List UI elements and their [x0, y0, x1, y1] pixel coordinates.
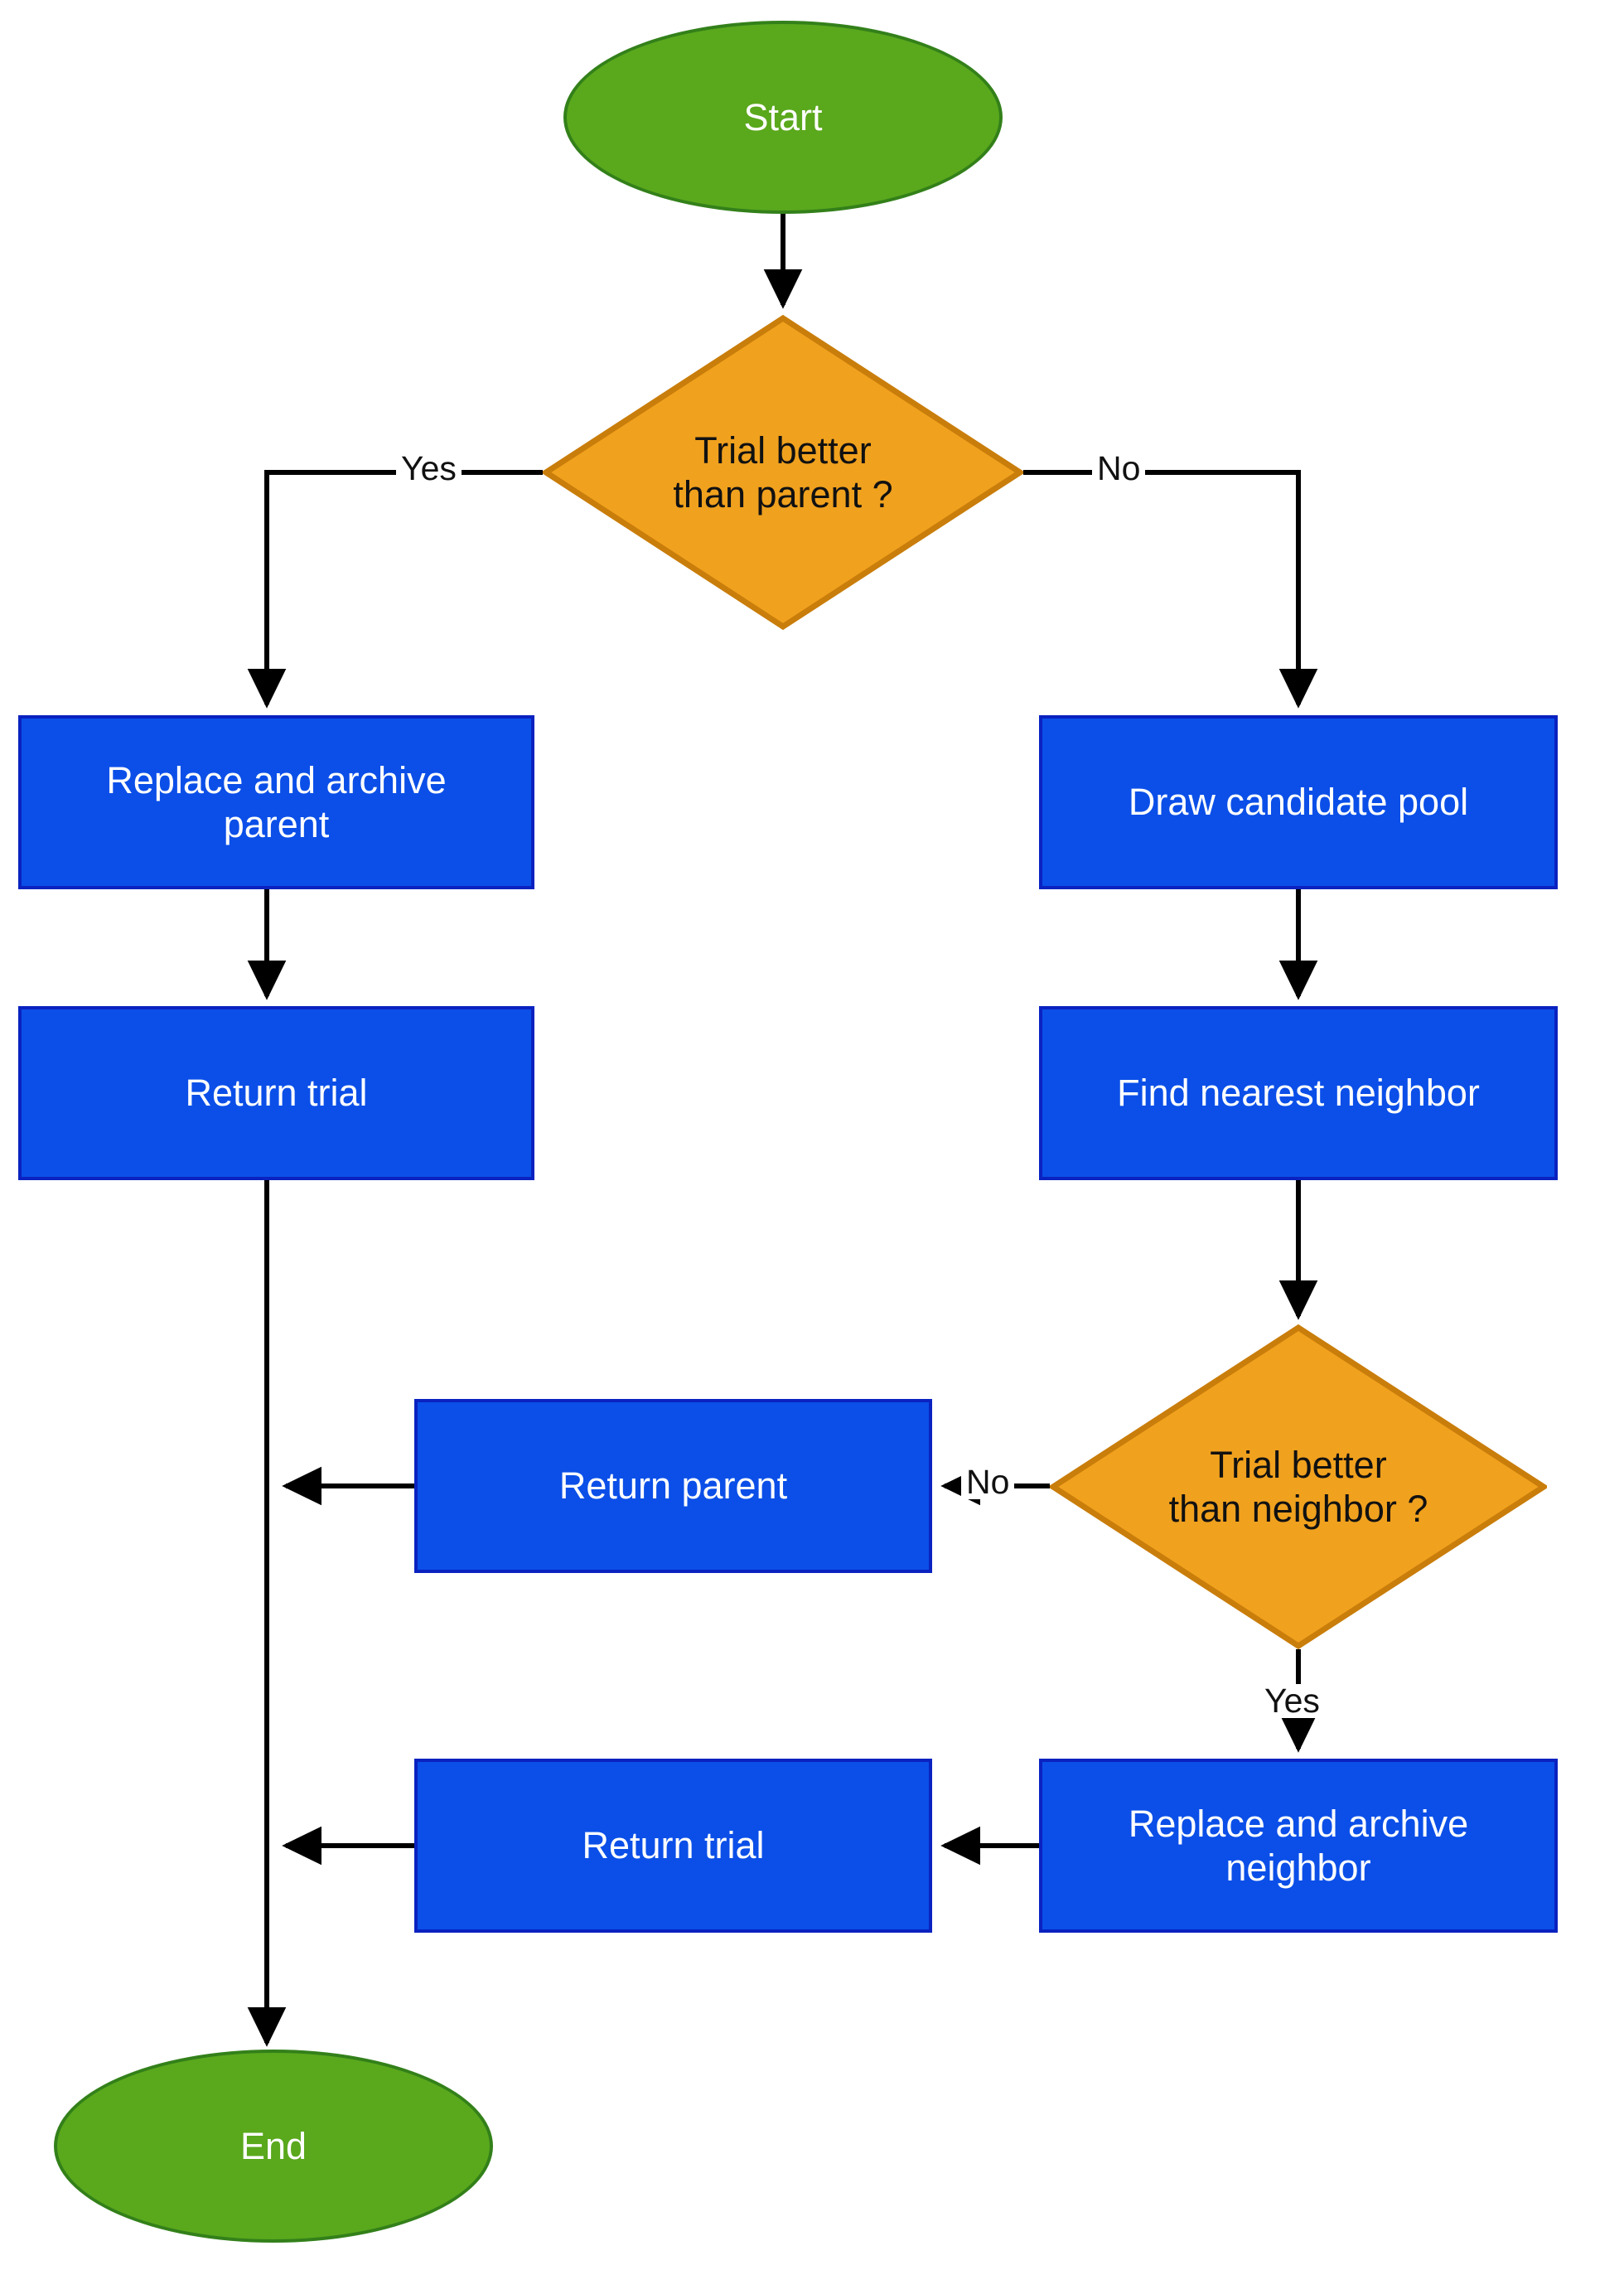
diamond-shape — [1050, 1324, 1547, 1649]
node-start[interactable]: Start — [563, 21, 1003, 214]
node-start-label: Start — [743, 95, 823, 138]
node-draw-candidate-pool-label: Draw candidate pool — [1128, 781, 1469, 824]
decision-parent-line1: Trial better — [694, 428, 872, 472]
diamond-shape — [543, 315, 1023, 630]
node-return-trial-bottom[interactable]: Return trial — [414, 1759, 932, 1933]
node-return-trial-left-label: Return trial — [185, 1072, 368, 1115]
replace-neighbor-line1: Replace and archive — [1128, 1802, 1469, 1845]
replace-parent-line2: parent — [223, 803, 330, 845]
node-decision-parent-label: Trial better than parent ? — [640, 428, 926, 516]
edge-decision-parent-no — [1023, 470, 1318, 709]
node-end[interactable]: End — [54, 2050, 493, 2243]
node-return-parent[interactable]: Return parent — [414, 1399, 932, 1573]
node-draw-candidate-pool[interactable]: Draw candidate pool — [1039, 715, 1558, 889]
node-return-trial-bottom-label: Return trial — [582, 1824, 765, 1867]
decision-neighbor-line2: than neighbor ? — [1168, 1488, 1428, 1530]
edge-label-neighbor-no: No — [961, 1465, 1015, 1499]
node-decision-trial-better-than-neighbor[interactable]: Trial better than neighbor ? — [1050, 1324, 1547, 1649]
node-decision-trial-better-than-parent[interactable]: Trial better than parent ? — [543, 315, 1023, 630]
edge-label-parent-no: No — [1092, 452, 1146, 486]
decision-parent-line2: than parent ? — [673, 473, 893, 515]
node-replace-parent-label: Replace and archive parent — [106, 758, 446, 846]
node-return-trial-left[interactable]: Return trial — [18, 1006, 534, 1180]
node-decision-neighbor-label: Trial better than neighbor ? — [1136, 1443, 1462, 1531]
replace-parent-line1: Replace and archive — [106, 758, 447, 801]
replace-neighbor-line2: neighbor — [1225, 1846, 1371, 1889]
node-replace-and-archive-parent[interactable]: Replace and archive parent — [18, 715, 534, 889]
edge-label-parent-yes: Yes — [396, 452, 462, 486]
node-end-label: End — [239, 2124, 307, 2167]
node-return-parent-label: Return parent — [558, 1464, 788, 1508]
node-find-nearest-neighbor[interactable]: Find nearest neighbor — [1039, 1006, 1558, 1180]
edge-decision-parent-yes — [247, 470, 543, 709]
node-find-nearest-neighbor-label: Find nearest neighbor — [1117, 1072, 1480, 1115]
node-replace-neighbor-label: Replace and archive neighbor — [1129, 1802, 1468, 1890]
node-replace-and-archive-neighbor[interactable]: Replace and archive neighbor — [1039, 1759, 1558, 1933]
decision-neighbor-line1: Trial better — [1210, 1443, 1387, 1486]
edge-label-neighbor-yes: Yes — [1259, 1684, 1325, 1718]
